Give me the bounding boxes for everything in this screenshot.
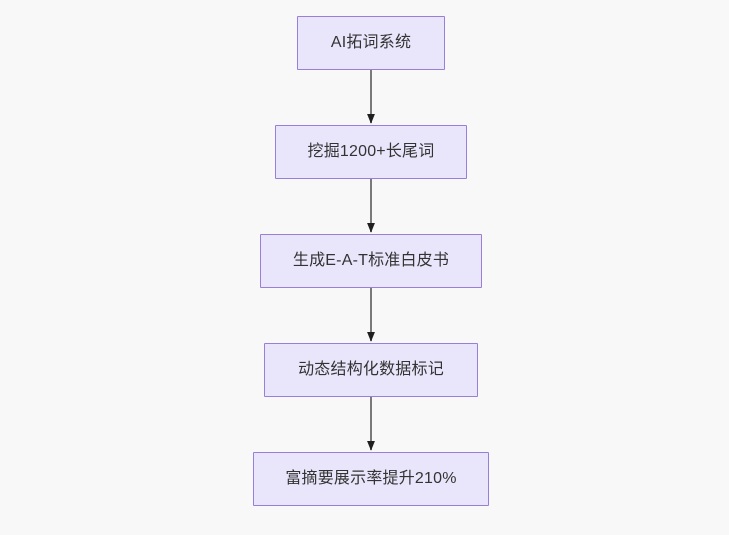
flowchart-node-ai-keyword-system[interactable]: AI拓词系统	[297, 16, 445, 70]
flowchart-node-label: 动态结构化数据标记	[298, 361, 444, 379]
flowchart-node-label: 富摘要展示率提升210%	[285, 470, 457, 488]
flowchart-node-mine-longtail-keywords[interactable]: 挖掘1200+长尾词	[275, 125, 467, 179]
flowchart-node-label: AI拓词系统	[330, 34, 412, 52]
flowchart-node-dynamic-structured-data-markup[interactable]: 动态结构化数据标记	[264, 343, 478, 397]
flowchart-node-generate-eat-whitepaper[interactable]: 生成E-A-T标准白皮书	[260, 234, 482, 288]
flowchart-node-label: 生成E-A-T标准白皮书	[292, 252, 450, 270]
flowchart-node-rich-snippet-impression-lift[interactable]: 富摘要展示率提升210%	[253, 452, 489, 506]
flowchart-node-label: 挖掘1200+长尾词	[307, 143, 435, 161]
